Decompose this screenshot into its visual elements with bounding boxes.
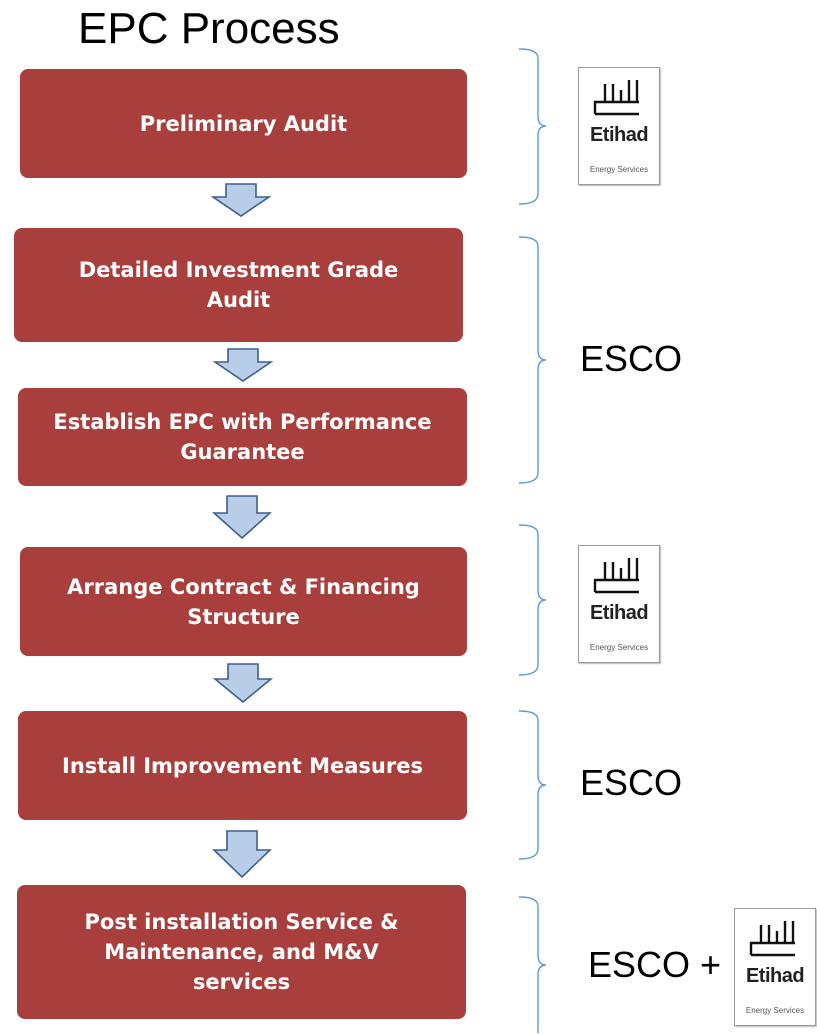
step-post-installation: Post installation Service & Maintenance,…	[17, 885, 466, 1019]
etihad-arabic-mark-icon	[593, 80, 639, 116]
down-arrow-icon	[212, 495, 272, 539]
logo-subtitle: Energy Services	[589, 165, 649, 174]
step-install-measures: Install Improvement Measures	[18, 711, 467, 820]
logo-latin: Etihad	[589, 602, 649, 624]
step-establish-epc: Establish EPC with Performance Guarantee	[18, 388, 467, 486]
esco-label: ESCO	[580, 762, 683, 803]
logo-latin: Etihad	[589, 124, 649, 146]
right-brace	[518, 896, 547, 1033]
right-brace	[518, 236, 547, 484]
right-brace	[518, 524, 547, 676]
down-arrow-icon	[212, 830, 272, 878]
logo-subtitle: Energy Services	[589, 643, 649, 652]
right-brace	[518, 48, 547, 205]
logo-subtitle: Energy Services	[745, 1006, 805, 1015]
etihad-logo: Etihad Energy Services	[734, 908, 816, 1026]
right-brace	[518, 710, 547, 860]
etihad-logo: Etihad Energy Services	[578, 545, 660, 663]
esco-plus-label: ESCO +	[588, 944, 722, 985]
down-arrow-icon	[213, 663, 273, 703]
etihad-arabic-mark-icon	[749, 921, 795, 957]
etihad-logo: Etihad Energy Services	[578, 67, 660, 185]
step-detailed-audit: Detailed Investment Grade Audit	[14, 228, 463, 342]
step-arrange-contract: Arrange Contract & Financing Structure	[20, 547, 467, 656]
logo-latin: Etihad	[745, 965, 805, 987]
etihad-arabic-mark-icon	[593, 558, 639, 594]
down-arrow-icon	[213, 348, 273, 382]
page-title: EPC Process	[78, 4, 340, 53]
down-arrow-icon	[211, 183, 271, 217]
esco-label: ESCO	[580, 338, 683, 379]
step-preliminary-audit: Preliminary Audit	[20, 69, 467, 178]
